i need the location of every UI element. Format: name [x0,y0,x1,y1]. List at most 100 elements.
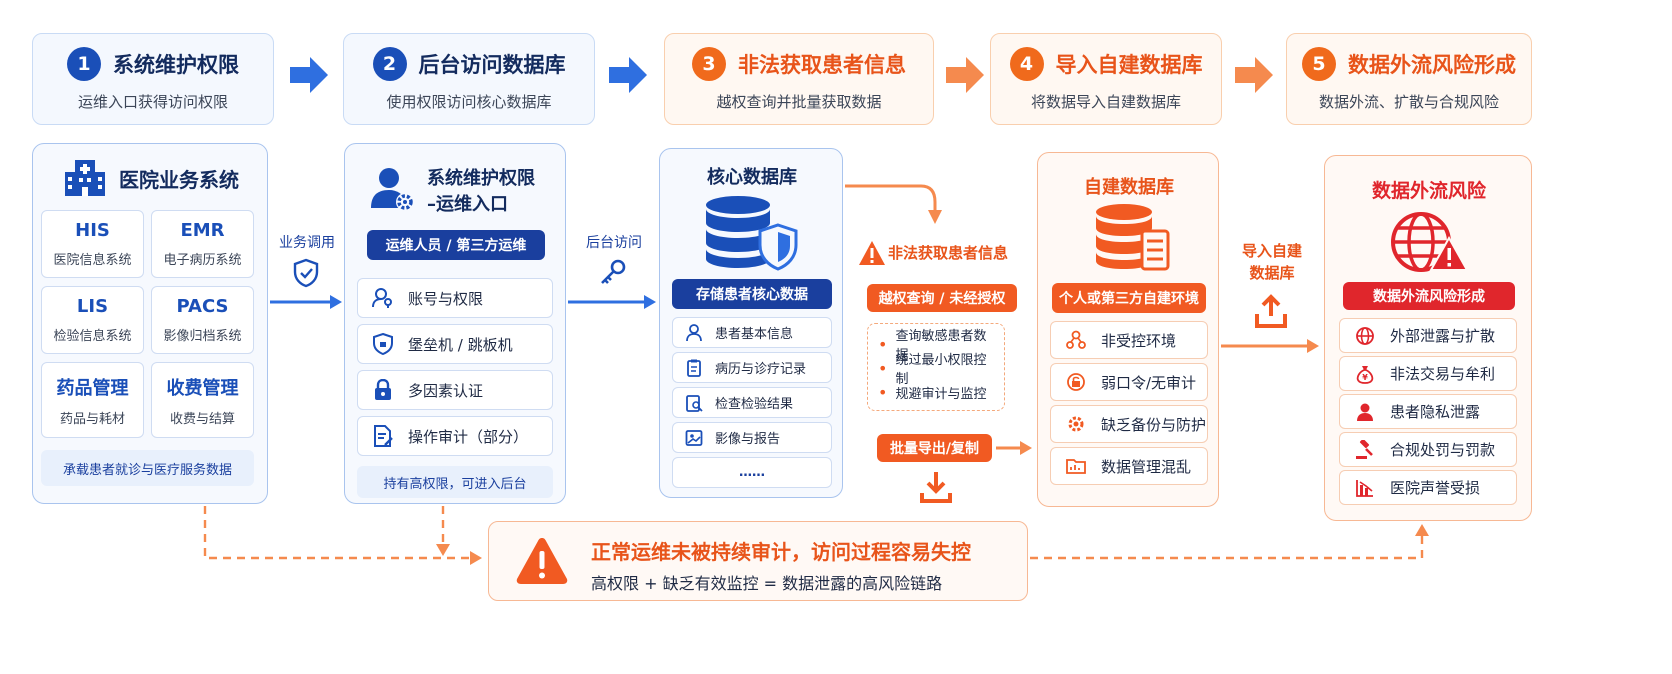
core-db-item-records: 病历与诊疗记录 [672,352,832,383]
ops-title-line1: 系统维护权限 [427,168,535,189]
link-label-business-call: 业务调用 [279,235,335,251]
core-db-item-label: 影像与报告 [715,432,781,447]
person-icon [1354,401,1376,423]
step-number: 4 [1009,46,1044,81]
warning-triangle-icon [516,538,568,584]
risk-item-label: 外部泄露与扩散 [1390,327,1496,345]
self-db-title: 自建数据库 [1084,177,1174,198]
system-desc: 药品与耗材 [59,411,125,427]
step-title: 数据外流风险形成 [1348,52,1516,77]
system-name: 收费管理 [166,377,239,399]
core-db-title: 核心数据库 [707,167,797,188]
hospital-title: 医院业务系统 [119,167,239,192]
risk-panel: 数据外流风险 数据外流风险形成 外部泄露与扩散 ¥ 非法交易与牟利 患者隐私泄露… [1324,155,1532,521]
ops-panel: 系统维护权限 –运维入口 运维人员 / 第三方运维 账号与权限 堡垒机 / 跳板… [344,143,566,504]
system-desc: 检验信息系统 [53,329,132,344]
core-db-item-patient: 患者基本信息 [672,317,832,348]
dashed-audit-lines [203,506,1429,565]
risk-item-reputation: 医院声誉受损 [1339,470,1517,505]
database-server-icon [1094,203,1170,275]
svg-text:¥: ¥ [1362,373,1368,382]
user-key-icon [372,287,394,309]
core-db-item-imaging: 影像与报告 [672,422,832,453]
ops-user-icon [369,164,417,216]
self-db-item-no-backup: 缺乏备份与防护 [1050,405,1208,443]
core-db-pill: 存储患者核心数据 [672,279,832,309]
system-name: EMR [180,220,225,241]
step-subtitle: 将数据导入自建数据库 [1030,92,1181,111]
declining-chart-icon [1354,477,1376,499]
self-db-item-label: 数据管理混乱 [1101,457,1192,476]
globe-icon [1354,325,1376,347]
core-db-item-more: …… [672,457,832,488]
warning-triangle-icon [859,241,885,265]
self-db-item-label: 弱口令/无审计 [1101,373,1197,392]
export-pill: 批量导出/复制 [877,434,992,462]
image-icon [683,427,705,449]
shield-icon [372,333,394,355]
clipboard-icon [683,357,705,379]
step-number: 1 [67,46,101,81]
key-icon [601,259,626,284]
step-number: 5 [1302,46,1336,81]
core-db-item-label: 患者基本信息 [715,327,794,342]
alert-banner: 正常运维未被持续审计，访问过程容易失控 高权限 + 缺乏有效监控 = 数据泄露的… [488,521,1028,601]
step-title: 后台访问数据库 [418,52,566,77]
system-card-his: HIS 医院信息系统 [41,210,144,278]
system-name: HIS [75,220,110,241]
illegal-bullet: 绕过最小权限控制 [878,353,994,387]
system-desc: 收费与结算 [169,411,235,427]
ops-role-pill: 运维人员 / 第三方运维 [367,230,545,260]
risk-item-label: 患者隐私泄露 [1390,403,1481,421]
core-db-item-label: 检查检验结果 [715,397,794,412]
self-db-pill: 个人或第三方自建环境 [1052,283,1206,313]
step-subtitle: 数据外流、扩散与合规风险 [1318,92,1499,111]
gavel-icon [1354,439,1376,461]
system-card-lis: LIS 检验信息系统 [41,286,144,354]
self-db-item-label: 非受控环境 [1101,331,1177,350]
risk-item-label: 合规处罚与罚款 [1390,441,1496,459]
ops-item-mfa: 多因素认证 [357,370,553,410]
risk-item-leak: 外部泄露与扩散 [1339,318,1517,353]
core-db-item-tests: 检查检验结果 [672,387,832,418]
self-db-panel: 自建数据库 个人或第三方自建环境 非受控环境 弱口令/无审计 缺乏备份与防护 数… [1037,152,1219,507]
link-label-backend-access: 后台访问 [586,235,642,251]
step-title: 非法获取患者信息 [738,52,906,77]
risk-item-trade: ¥ 非法交易与牟利 [1339,356,1517,391]
system-name: 药品管理 [56,377,129,399]
unlock-alert-icon [1065,371,1087,393]
self-db-item-uncontrolled: 非受控环境 [1050,321,1208,359]
risk-title: 数据外流风险 [1371,180,1486,202]
system-name: LIS [76,296,109,317]
ops-item-audit: 操作审计（部分） [357,416,553,456]
step-number: 3 [692,46,726,81]
user-icon [683,322,705,344]
ops-item-account: 账号与权限 [357,278,553,318]
self-db-item-weak-password: 弱口令/无审计 [1050,363,1208,401]
document-edit-icon [372,425,394,447]
alert-title: 正常运维未被持续审计，访问过程容易失控 [591,540,971,564]
arrow-connector [270,295,342,309]
system-card-billing: 收费管理收费与结算 [151,362,254,438]
risk-item-privacy: 患者隐私泄露 [1339,394,1517,429]
lock-icon [372,379,394,401]
ops-item-bastion: 堡垒机 / 跳板机 [357,324,553,364]
self-db-item-label: 缺乏备份与防护 [1101,415,1207,434]
step-title: 系统维护权限 [113,52,239,77]
system-name: PACS [176,296,229,317]
system-desc: 医院信息系统 [53,253,132,268]
arrow-connector [996,441,1032,455]
link-label-import-line1: 导入自建 [1241,242,1302,260]
step-subtitle: 运维入口获得访问权限 [77,92,228,111]
ops-title-line2: –运维入口 [427,194,508,215]
step-1-card: 1 系统维护权限 运维入口获得访问权限 [32,33,274,125]
core-db-item-label: 病历与诊疗记录 [715,362,807,377]
arrow-right-icon [290,57,328,93]
step-subtitle: 使用权限访问核心数据库 [386,92,552,111]
arrow-right-icon [946,57,984,93]
lab-report-icon [683,392,705,414]
